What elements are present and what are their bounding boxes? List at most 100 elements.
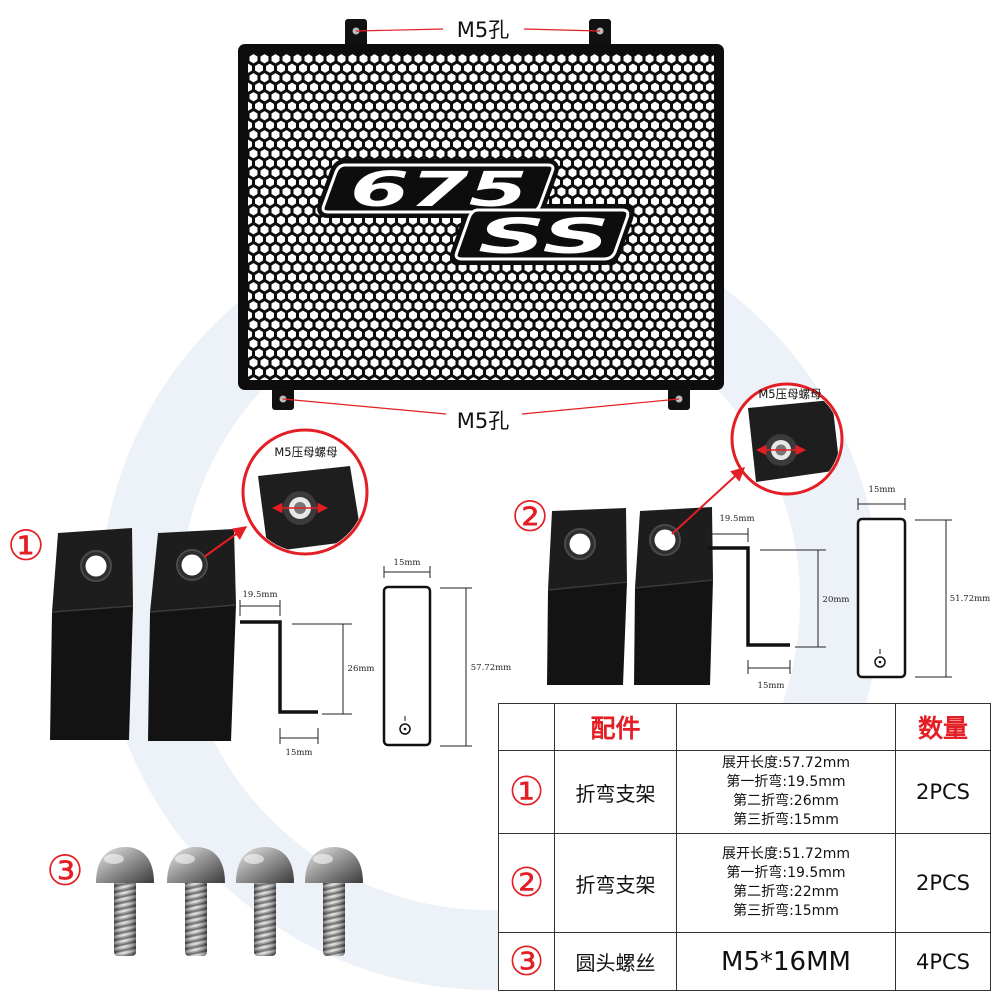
row-number: ①	[508, 769, 545, 815]
bracket-1-callout-label: M5压母螺母	[274, 445, 337, 459]
screws-group: ③	[46, 846, 363, 956]
header-qty-cell: 数量	[895, 703, 991, 751]
bracket-1-flat-hole	[399, 723, 411, 735]
spec-line: 展开长度:57.72mm	[721, 755, 851, 771]
row-quantity: 4PCS	[915, 949, 971, 974]
bracket-1b-fold	[149, 604, 237, 613]
bracket-2a-fold	[547, 581, 628, 591]
bracket-2-flat-pattern	[856, 517, 907, 679]
bracket-1a-hole	[85, 555, 107, 577]
header-part-label: 配件	[590, 714, 641, 743]
bracket-1a-fold	[51, 605, 134, 613]
table-row: ③ 圆头螺丝 M5*16MM 4PCS	[498, 932, 991, 991]
radiator-grille: 675 SS	[238, 19, 724, 410]
bracket-2-callout-ring	[730, 382, 844, 496]
row-number: ③	[508, 938, 545, 985]
screw-head-highlight	[244, 854, 264, 864]
bracket-1-marker: ①	[7, 521, 45, 570]
screw-head-highlight	[104, 854, 124, 864]
bracket-2-dim-first-bend: 19.5mm	[719, 514, 754, 524]
bracket-1-callout-zoom	[258, 466, 362, 552]
table-row: ① 折弯支架 展开长度:57.72mm 第一折弯:19.5mm 第二折弯:26m…	[498, 750, 991, 834]
logo-text-line2: SS	[478, 209, 610, 265]
bracket-2-callout-arrow	[671, 467, 746, 535]
bracket-2-bend-profile	[708, 546, 790, 647]
row-qty-cell: 2PCS	[895, 833, 991, 933]
header-no-cell	[498, 703, 555, 751]
bracket-1-group: ① M5压母螺母 19.5mm 26	[7, 428, 511, 758]
bracket-2-marker: ②	[511, 492, 549, 541]
spec-line: 第二折弯:22mm	[733, 884, 839, 900]
row-number: ②	[508, 860, 545, 906]
header-part-cell: 配件	[554, 703, 677, 751]
bracket-1a-leg	[50, 606, 133, 740]
row-spec-cell: 展开长度:57.72mm 第一折弯:19.5mm 第二折弯:26mm 第三折弯:…	[676, 750, 896, 834]
bracket-2b-leg	[634, 580, 713, 685]
parts-table: 配件 数量 ① 折弯支架 展开长度:57.72mm 第一折弯:19.5mm 第二…	[498, 703, 991, 991]
header-qty-label: 数量	[917, 714, 968, 743]
row-qty-cell: 2PCS	[895, 750, 991, 834]
row-spec-value: M5*16MM	[721, 946, 851, 977]
bracket-1-dim-second-bend: 26mm	[348, 664, 375, 674]
bracket-2-dim-flat-width: 15mm	[869, 485, 896, 495]
screw	[96, 847, 154, 956]
row-name-cell: 折弯支架	[554, 750, 677, 834]
bracket-1-dim-flat-length: 57.72mm	[471, 663, 511, 673]
screw-head-highlight	[313, 854, 333, 864]
spec-line: 第三折弯:15mm	[733, 903, 839, 919]
screw-shaft-shade	[185, 880, 207, 956]
spec-line: 第二折弯:26mm	[733, 793, 839, 809]
bracket-2-flat-hole	[874, 656, 886, 668]
bracket-1b-hole	[181, 554, 203, 576]
row-qty-cell: 4PCS	[895, 932, 991, 991]
screw-head	[305, 847, 363, 883]
top-right-leader-line	[523, 28, 601, 32]
spec-line: 第三折弯:15mm	[733, 812, 839, 828]
row-no-cell: ②	[498, 833, 555, 933]
logo-text-line1: 675	[350, 162, 528, 218]
row-quantity: 2PCS	[915, 871, 971, 895]
bracket-1-callout-ring	[241, 428, 369, 556]
bracket-2-flat-hole-center	[878, 660, 882, 664]
bracket-1-callout-arrow	[203, 526, 248, 558]
bracket-2-group: ② M5压母螺母 19.5mm 20	[511, 382, 990, 691]
bracket-1-dim-third-bend: 15mm	[286, 748, 313, 758]
bracket-2b-fold	[634, 579, 714, 589]
row-part-name: 圆头螺丝	[575, 951, 656, 975]
screw-head	[96, 847, 154, 883]
row-part-name: 折弯支架	[575, 781, 656, 806]
screw	[167, 847, 225, 956]
bracket-1b-leg	[148, 605, 236, 741]
screw	[236, 847, 294, 956]
top-hole-label: M5孔	[457, 18, 509, 42]
screw-shaft-shade	[323, 880, 345, 956]
screw	[305, 847, 363, 956]
bracket-2-dim-second-bend: 20mm	[823, 595, 850, 605]
parts-table-header-row: 配件 数量	[498, 703, 991, 751]
row-spec-cell: 展开长度:51.72mm 第一折弯:19.5mm 第二折弯:22mm 第三折弯:…	[676, 833, 896, 933]
screw-shaft-shade	[254, 880, 276, 956]
screw-head-highlight	[175, 854, 195, 864]
table-row: ② 折弯支架 展开长度:51.72mm 第一折弯:19.5mm 第二折弯:22m…	[498, 833, 991, 933]
screws-marker: ③	[46, 846, 84, 895]
row-part-name: 折弯支架	[575, 872, 656, 897]
row-quantity: 2PCS	[915, 780, 971, 804]
bracket-2a-leg	[547, 582, 627, 685]
bracket-1-dim-first-bend: 19.5mm	[242, 590, 277, 600]
bracket-1-bend-profile	[240, 620, 318, 714]
row-no-cell: ①	[498, 750, 555, 834]
screw-shaft-shade	[114, 880, 136, 956]
bottom-hole-label: M5孔	[457, 409, 509, 433]
bottom-left-leader-line	[282, 398, 447, 415]
bottom-right-leader-line	[521, 398, 680, 415]
row-no-cell: ③	[498, 932, 555, 991]
bracket-2-dim-flat-length: 51.72mm	[950, 594, 990, 604]
bracket-1-flat-hole-center	[403, 727, 407, 731]
spec-line: 展开长度:51.72mm	[721, 846, 851, 862]
bracket-2-callout-zoom	[748, 400, 840, 482]
header-spec-cell	[676, 703, 896, 751]
logo-badge-2	[454, 208, 630, 261]
spec-line: 第一折弯:19.5mm	[726, 774, 846, 790]
row-name-cell: 折弯支架	[554, 833, 677, 933]
